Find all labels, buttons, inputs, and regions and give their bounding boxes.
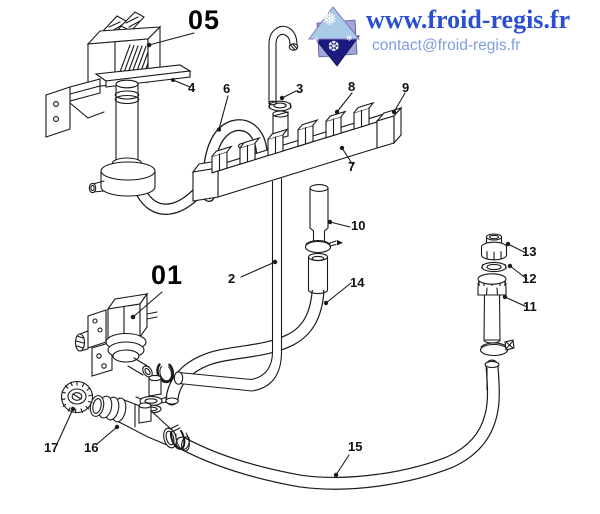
- part-label-4: 4: [188, 80, 196, 95]
- assembly-label-01: 01: [151, 260, 184, 290]
- nut-17: [60, 380, 94, 414]
- part-label-9: 9: [402, 80, 410, 95]
- part-label-6: 6: [223, 81, 231, 96]
- cap-13: [480, 233, 508, 261]
- hose-14-sleeve: [307, 252, 329, 295]
- tube-2: [173, 178, 283, 392]
- assembly-label-05: 05: [188, 5, 221, 35]
- j-tube-3: [268, 25, 299, 106]
- hose-15: [175, 359, 500, 490]
- part-label-13: 13: [522, 244, 537, 259]
- clamp-under-11: [479, 339, 515, 357]
- snowflake-icon: ❄: [313, 36, 320, 45]
- part-label-2: 2: [228, 271, 236, 286]
- hose-15-clamp: [169, 424, 190, 452]
- part-label-14: 14: [350, 275, 365, 290]
- part-label-17: 17: [44, 440, 59, 455]
- assembly-05-solenoid-pump: [45, 11, 192, 197]
- assembly-01-inlet-valve: [74, 292, 175, 414]
- part-label-12: 12: [522, 271, 537, 286]
- froid-regis-logo: [308, 6, 361, 67]
- washer-12: [480, 261, 508, 273]
- pump-hose: [136, 184, 206, 215]
- leader-lines: [56, 32, 528, 478]
- contact-email[interactable]: contact@froid-regis.fr: [372, 37, 521, 54]
- snowflake-icon: ❆: [328, 39, 340, 55]
- part-label-8: 8: [348, 79, 356, 94]
- part-label-16: 16: [84, 440, 99, 455]
- snowflake-icon: ❄: [346, 34, 353, 43]
- part-label-10: 10: [351, 218, 366, 233]
- tube-11: [477, 273, 507, 344]
- snowflake-icon: ❅: [322, 9, 338, 30]
- part-label-3: 3: [296, 81, 304, 96]
- website-link[interactable]: www.froid-regis.fr: [366, 5, 571, 34]
- connector-10: [309, 184, 329, 245]
- clamp-under-10: [304, 240, 343, 254]
- washer-under-tube-3: [268, 100, 292, 112]
- fitting-16: [89, 395, 177, 449]
- part-label-11: 11: [523, 299, 537, 314]
- part-label-15: 15: [348, 439, 363, 454]
- part-label-7: 7: [348, 159, 356, 174]
